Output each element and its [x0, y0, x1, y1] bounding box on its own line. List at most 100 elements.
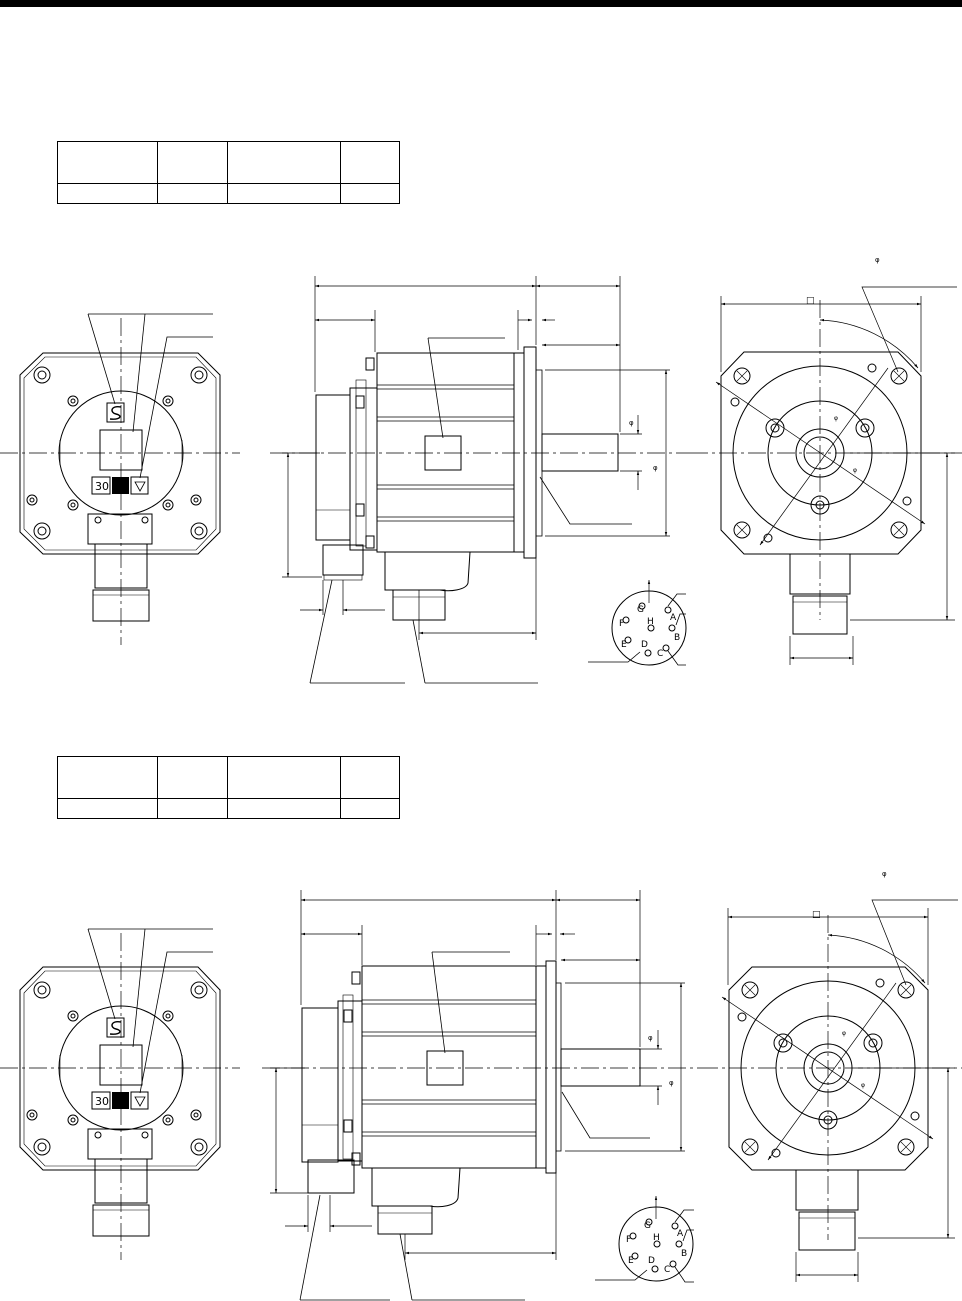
rear-flange-inner [23, 970, 217, 1167]
leader-line [595, 1269, 648, 1281]
leader-line [399, 1233, 413, 1301]
mounting-flange [523, 346, 537, 559]
bolt-head-icon [343, 1119, 353, 1133]
pin-icon [631, 1252, 639, 1260]
spec-table-header-row [57, 141, 400, 184]
spec-table-2 [57, 756, 400, 819]
bolt-head-icon [351, 1152, 361, 1166]
pcd-line [759, 367, 889, 546]
encoder-adapter [349, 387, 378, 551]
leader-line [132, 313, 146, 433]
pin-label: A [677, 1229, 684, 1239]
warning-label-icon [112, 477, 129, 494]
pin-label: F [619, 619, 624, 629]
power-connector-plug [377, 1205, 433, 1235]
bolt-head-icon [365, 357, 375, 371]
nameplate-mark: 30 [95, 1095, 109, 1108]
leader-line [87, 928, 116, 1020]
pin-label: G [644, 1221, 651, 1231]
output-shaft [541, 433, 619, 472]
pin-label: C [657, 649, 663, 659]
side-view: φ φ [262, 890, 700, 1301]
bolt-head-icon [355, 503, 365, 517]
leader-line [561, 1091, 650, 1139]
leader-line [427, 337, 444, 439]
motor-body [361, 965, 537, 1169]
leader-line [87, 313, 116, 405]
leader-line [309, 579, 333, 684]
front-view: φ φ □ φ [690, 256, 962, 665]
front-connector-body [795, 1169, 859, 1211]
pin-label: H [653, 1233, 660, 1243]
spec-cell [340, 141, 400, 184]
manufacturer-logo-icon [106, 402, 125, 423]
spec-cell [340, 798, 400, 819]
pin-icon [645, 1218, 653, 1226]
pin-icon [662, 644, 670, 652]
phi-mark: φ [653, 464, 658, 472]
leader-line [674, 1209, 694, 1223]
pin-icon [671, 1222, 679, 1230]
dimension-lines [270, 890, 685, 1260]
phi-mark: φ [629, 419, 634, 427]
leader-line [431, 951, 446, 1054]
phi-mark: φ [861, 1082, 865, 1089]
pin-label: E [621, 640, 627, 650]
caution-label-icon [130, 476, 149, 495]
pin-label: A [670, 613, 677, 623]
drawing-sheet-1: 30 [0, 256, 962, 684]
square-mark: □ [806, 296, 815, 306]
pin-icon [653, 1240, 661, 1248]
square-mark: □ [812, 910, 821, 920]
mounting-flange [545, 960, 557, 1174]
rear-view: 30 [0, 313, 240, 645]
pin-icon [669, 1260, 677, 1268]
bolt-head-icon [365, 535, 375, 549]
front-connector-body [789, 553, 851, 595]
encoder-cover-side [301, 1007, 339, 1163]
leader-line [139, 336, 213, 479]
dimension-lines [727, 899, 958, 1282]
leader-line [139, 951, 213, 1094]
dimension-lines [720, 286, 957, 665]
pin-label: D [641, 640, 648, 650]
phi-mark: φ [648, 1034, 653, 1042]
phi-mark: φ [669, 1079, 674, 1087]
warning-label-icon [112, 1092, 129, 1109]
front-flange-outline [720, 351, 922, 555]
front-flange-outline [728, 966, 929, 1171]
output-shaft [560, 1048, 641, 1087]
pcd-line [767, 982, 897, 1161]
caution-label-icon [130, 1091, 149, 1110]
phi-mark: φ [834, 415, 838, 422]
nameplate-mark: 30 [95, 480, 109, 493]
phi-mark: φ [875, 256, 880, 264]
spec-cell [340, 183, 400, 204]
pin-label: B [681, 1249, 687, 1259]
phi-mark: φ [842, 1030, 846, 1037]
nameplate-mark-box [91, 1091, 111, 1110]
cover-screw-icon [26, 1010, 202, 1139]
leader-line [299, 1194, 321, 1301]
pin-label: F [626, 1235, 631, 1245]
phi-mark: φ [853, 467, 857, 474]
corner-bolt-icon [33, 981, 208, 1156]
spec-cell [157, 756, 228, 799]
spec-table-1 [57, 141, 400, 204]
bolt-head-icon [351, 971, 361, 985]
dimension-lines [282, 276, 670, 640]
manufacturer-logo-icon [106, 1017, 125, 1038]
rear-flange-outline [19, 352, 221, 555]
diagonal-line [715, 381, 926, 525]
leader-line [588, 651, 641, 663]
phi-mark: φ [882, 870, 887, 878]
front-connector-plug [792, 595, 848, 635]
leader-line [674, 1266, 694, 1283]
pin-icon [629, 1232, 637, 1240]
drawing-sheet-2: 30 [0, 870, 962, 1301]
pin-icon [624, 636, 632, 644]
leader-line [132, 928, 146, 1048]
pin-label: C [664, 1265, 670, 1275]
pin-icon [675, 1240, 683, 1248]
leader-line [667, 650, 686, 666]
